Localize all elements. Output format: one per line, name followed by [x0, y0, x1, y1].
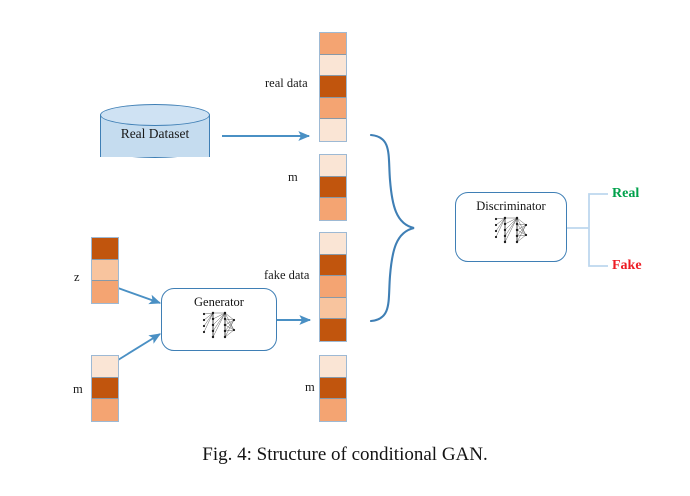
label-m-bottom: m	[305, 380, 315, 394]
vector-m-input	[91, 355, 119, 422]
vector-fake-data	[319, 232, 347, 342]
vector-m-bottom	[319, 355, 347, 422]
vector-real-data	[319, 32, 347, 142]
vector-segment	[320, 155, 346, 177]
vector-segment	[320, 319, 346, 341]
neural-network-icon	[491, 214, 531, 246]
vector-segment	[320, 54, 346, 76]
arrow-m-to-generator	[117, 333, 161, 361]
vector-segment	[92, 377, 118, 399]
vector-segment	[92, 238, 118, 260]
vector-segment	[92, 356, 118, 378]
vector-segment	[320, 377, 346, 399]
discriminator-label: Discriminator	[476, 199, 546, 213]
vector-segment	[92, 259, 118, 281]
vector-segment	[320, 399, 346, 421]
vector-segment	[320, 33, 346, 55]
figure-caption: Fig. 4: Structure of conditional GAN.	[202, 444, 488, 465]
label-m-input: m	[73, 382, 83, 396]
vector-segment	[320, 254, 346, 276]
real-dataset-cylinder: Real Dataset	[100, 104, 212, 168]
vector-segment	[320, 176, 346, 198]
outcome-fake-label: Fake	[612, 258, 642, 273]
cylinder-top	[100, 104, 210, 126]
vector-segment	[320, 233, 346, 255]
outcome-real-label: Real	[612, 186, 640, 201]
label-fake-data: fake data	[264, 268, 310, 282]
real-dataset-label: Real Dataset	[120, 126, 190, 141]
vector-segment	[320, 297, 346, 319]
output-bracket	[567, 193, 608, 267]
neural-network-icon	[199, 310, 239, 340]
vector-segment	[320, 97, 346, 119]
vector-segment	[320, 276, 346, 298]
discriminator-box[interactable]: Discriminator	[455, 192, 567, 262]
vector-segment	[320, 356, 346, 378]
vector-segment	[320, 119, 346, 141]
vector-m-top	[319, 154, 347, 221]
vector-z-input	[91, 237, 119, 304]
generator-label: Generator	[194, 295, 244, 309]
curly-brace	[369, 133, 415, 323]
vector-segment	[92, 399, 118, 421]
vector-segment	[320, 76, 346, 98]
label-z-input: z	[74, 270, 80, 284]
generator-box[interactable]: Generator	[161, 288, 277, 351]
vector-segment	[320, 198, 346, 220]
vector-segment	[92, 281, 118, 303]
label-real-data: real data	[265, 76, 308, 90]
label-m-top: m	[288, 170, 298, 184]
arrow-z-to-generator	[117, 287, 162, 305]
